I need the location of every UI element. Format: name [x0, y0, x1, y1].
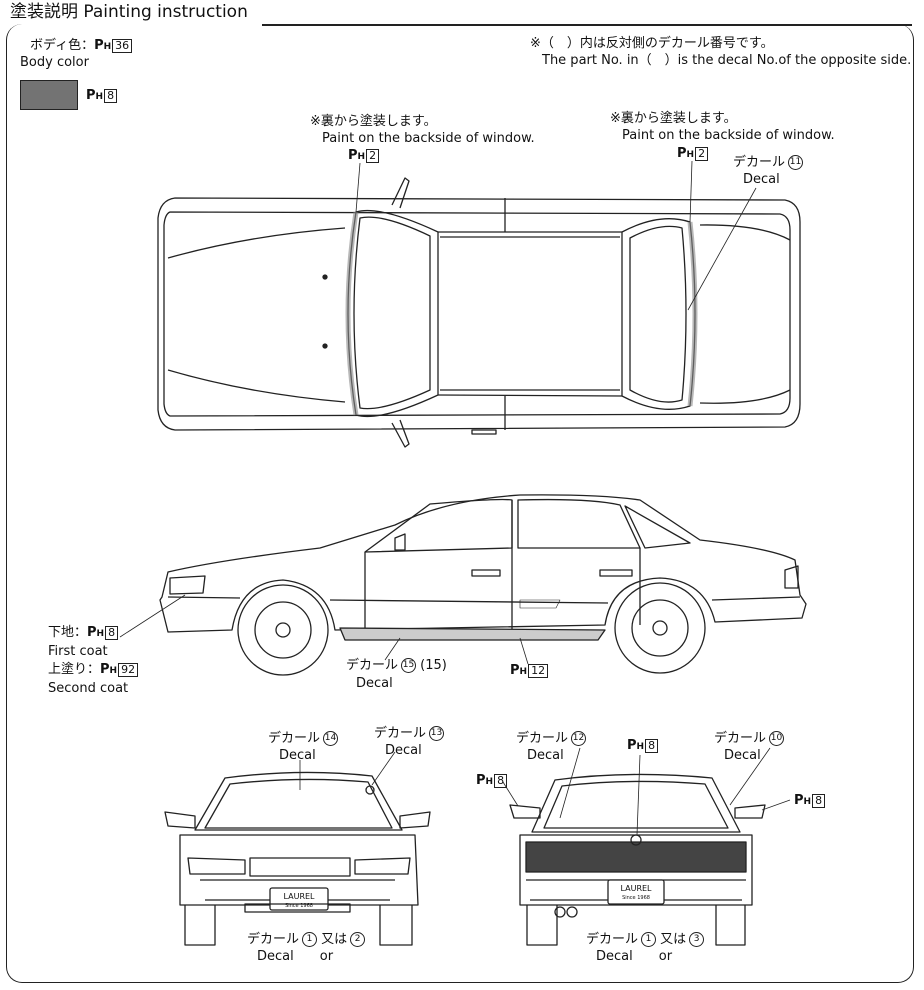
top-view-car: [157, 160, 801, 448]
front-bottom-decal-en: Decal or: [257, 949, 334, 964]
top-decal-en: Decal: [743, 172, 780, 187]
front-view-car: [164, 751, 431, 946]
rear-view-car: [502, 747, 791, 946]
rear-plate-sub: Since 1968: [622, 895, 650, 901]
instruction-frame: [6, 24, 914, 983]
page-title: 塗装説明 Painting instruction: [10, 2, 248, 22]
second-coat-en: Second coat: [48, 681, 129, 696]
body-color-swatch: [20, 80, 78, 110]
rear-window-note-jp: ※裏から塗装します。: [310, 114, 437, 129]
front-plate-text: LAUREL: [283, 892, 315, 901]
body-color-en: Body color: [20, 55, 89, 70]
title-en: Painting instruction: [83, 2, 248, 22]
frame-top-line: [262, 24, 912, 26]
note-opposite-en: The part No. in（ ）is the decal No.of the…: [542, 53, 912, 68]
side-view-car: [119, 494, 807, 676]
rear-plate-text: LAUREL: [620, 884, 652, 893]
front-plate-sub: Since 1968: [285, 903, 313, 909]
front-window-note-en: Paint on the backside of window.: [622, 128, 835, 143]
rear-window-note-en: Paint on the backside of window.: [322, 131, 535, 146]
rear-decal-a-en: Decal: [527, 748, 564, 763]
rear-decal-b-en: Decal: [724, 748, 761, 763]
first-coat-en: First coat: [48, 644, 108, 659]
body-color-code: 36: [112, 39, 133, 53]
title-jp: 塗装説明: [10, 2, 78, 22]
front-decal-b-en: Decal: [385, 743, 422, 758]
rear-bottom-decal-en: Decal or: [596, 949, 673, 964]
note-opposite-jp: ※（ ）内は反対側のデカール番号です。: [530, 36, 774, 51]
front-window-note-jp: ※裏から塗装します。: [610, 111, 737, 126]
side-decal-en: Decal: [356, 676, 393, 691]
front-decal-a-en: Decal: [279, 748, 316, 763]
